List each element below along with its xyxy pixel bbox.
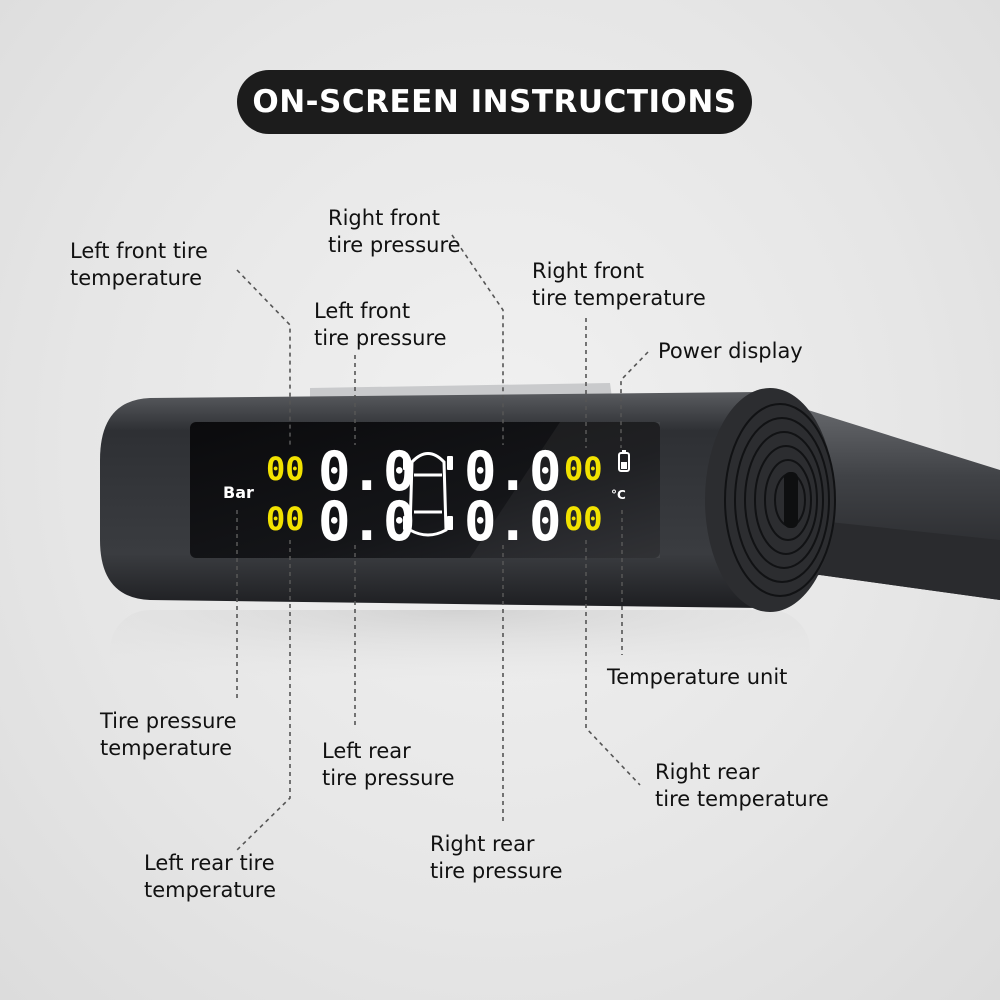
- pressure-unit-label: Bar: [223, 483, 254, 502]
- label-left-rear-tire-pressure: Left rear tire pressure: [322, 739, 455, 790]
- left-front-temp-value: 00: [266, 450, 305, 488]
- right-front-temp-value: 00: [564, 450, 603, 488]
- right-rear-pressure-value: 0.0: [464, 490, 562, 553]
- label-temperature-unit: Temperature unit: [607, 665, 788, 689]
- left-rear-temp-value: 00: [266, 500, 305, 538]
- right-rear-temp-value: 00: [564, 500, 603, 538]
- usb-port-icon: [784, 472, 798, 528]
- right-front-pressure-value: 0.0: [464, 440, 562, 503]
- label-left-rear-tire-temperature: Left rear tire temperature: [144, 851, 276, 902]
- label-power-display: Power display: [658, 339, 803, 363]
- left-rear-pressure-value: 0.0: [318, 490, 416, 553]
- label-left-front-tire-temperature: Left front tire temperature: [70, 239, 208, 290]
- label-left-front-tire-pressure: Left front tire pressure: [314, 299, 447, 350]
- label-tire-pressure-temperature: Tire pressure temperature: [100, 709, 237, 760]
- battery-icon: [618, 450, 630, 472]
- leader-lines: [236, 234, 649, 851]
- label-right-front-tire-pressure: Right front tire pressure: [328, 206, 461, 257]
- device-reflection: [110, 610, 810, 700]
- car-icon: [408, 452, 448, 537]
- label-right-rear-tire-temperature: Right rear tire temperature: [655, 760, 829, 811]
- temperature-unit-label: °C: [611, 488, 626, 502]
- label-right-rear-tire-pressure: Right rear tire pressure: [430, 832, 563, 883]
- title-banner: ON-SCREEN INSTRUCTIONS: [237, 70, 752, 134]
- left-front-pressure-value: 0.0: [318, 440, 416, 503]
- wheel-icons: [403, 456, 453, 530]
- label-right-front-tire-temperature: Right front tire temperature: [532, 259, 706, 310]
- end-cap: [705, 388, 835, 612]
- lcd-screen: [190, 422, 660, 558]
- page-title: ON-SCREEN INSTRUCTIONS: [252, 84, 737, 120]
